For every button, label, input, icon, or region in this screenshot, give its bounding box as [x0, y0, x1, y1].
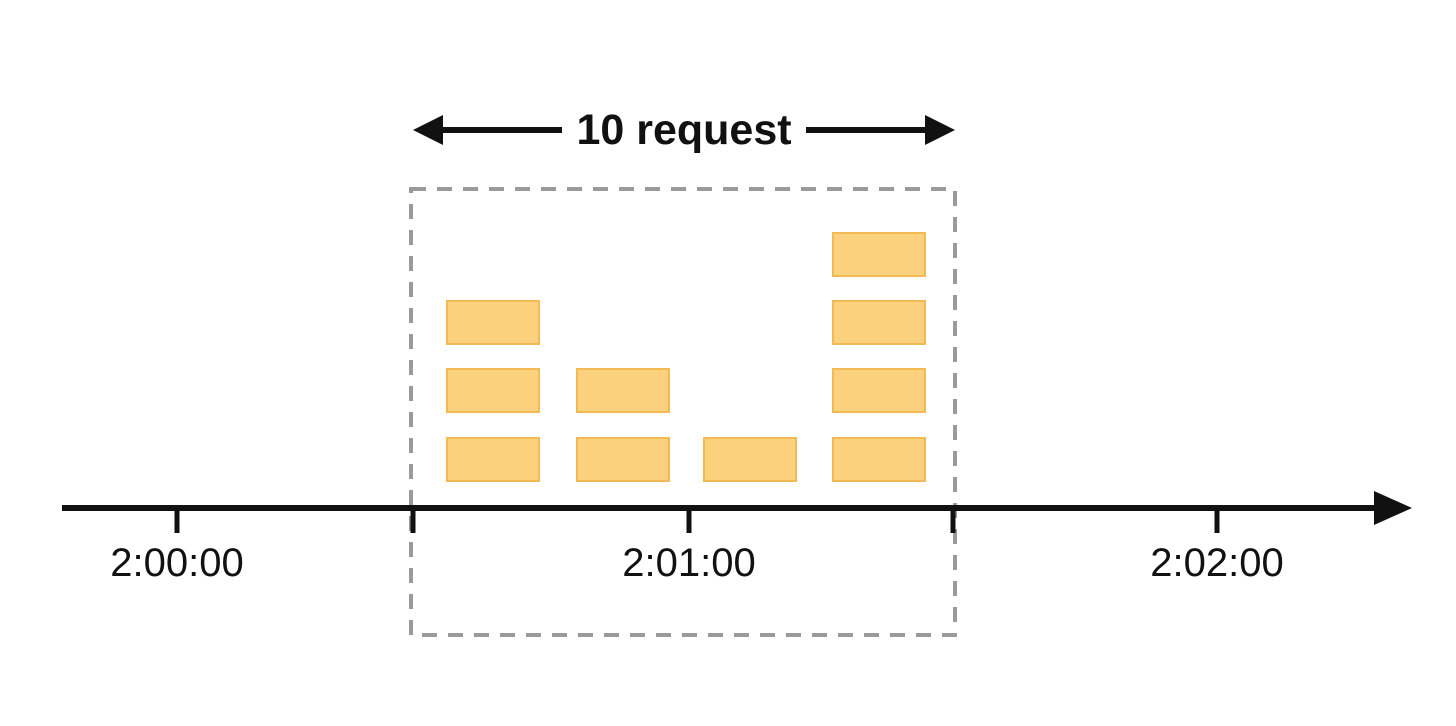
request-block [832, 300, 926, 345]
tick-2-00-00 [174, 505, 180, 533]
request-block [576, 437, 670, 482]
request-block [832, 437, 926, 482]
tick-window-start [410, 505, 416, 533]
tick-label-2-01-00: 2:01:00 [622, 541, 756, 585]
arrow-line-left [443, 127, 563, 133]
tick-window-end [950, 505, 956, 533]
sliding-window-rect [409, 187, 957, 637]
window-span-arrow: 10 request [413, 106, 956, 154]
request-block [576, 368, 670, 413]
request-block [832, 368, 926, 413]
request-block [446, 368, 540, 413]
tick-label-2-00-00: 2:00:00 [110, 541, 244, 585]
timeline-arrow-head-icon [1374, 491, 1412, 525]
request-block [703, 437, 797, 482]
request-block [446, 300, 540, 345]
sliding-window-box [409, 187, 957, 637]
arrow-line-right [805, 127, 926, 133]
request-block [446, 437, 540, 482]
tick-2-01-00 [686, 505, 692, 533]
arrow-right-head-icon [925, 115, 956, 145]
window-count-label: 10 request [576, 106, 792, 154]
tick-label-2-02-00: 2:02:00 [1150, 541, 1284, 585]
tick-2-02-00 [1214, 505, 1220, 533]
arrow-left-head-icon [413, 115, 443, 145]
request-block [832, 232, 926, 277]
timeline-axis [62, 505, 1384, 511]
